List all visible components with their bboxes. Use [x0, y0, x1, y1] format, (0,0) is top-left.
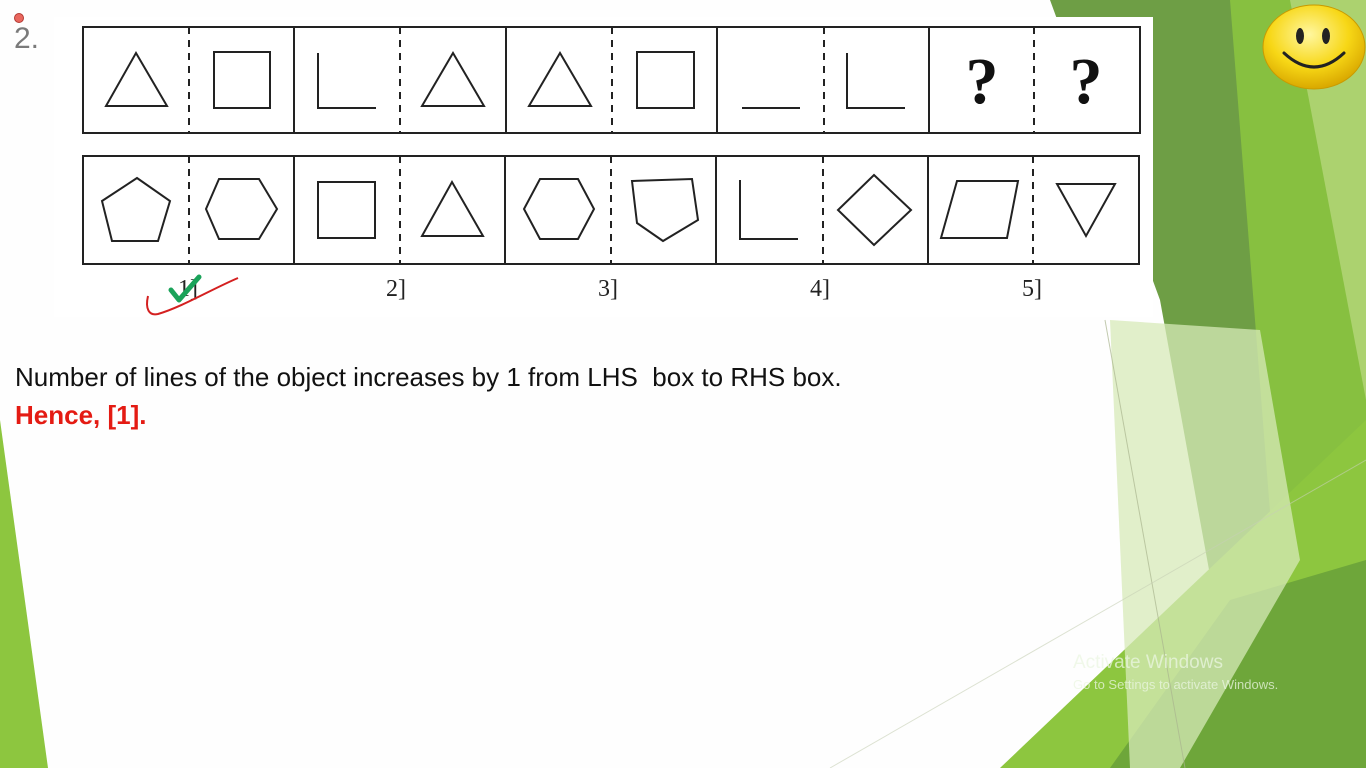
pentagon-shape	[100, 176, 172, 242]
parallelogram-shape	[939, 180, 1020, 239]
square-shape	[636, 51, 695, 109]
option-label-4[interactable]: 4]	[810, 276, 830, 302]
square-shape	[213, 51, 271, 109]
recording-indicator-icon	[14, 13, 24, 23]
inverted-triangle-shape	[1055, 183, 1117, 239]
diamond-shape	[836, 173, 913, 247]
answer-text: Hence, [1].	[15, 400, 147, 430]
triangle-shape	[104, 50, 169, 107]
two-line-shape	[317, 53, 376, 109]
checkmark-icon	[168, 274, 202, 303]
hexagon-shape	[204, 178, 279, 240]
two-line-shape	[846, 53, 905, 109]
option-label-3[interactable]: 3]	[598, 276, 618, 302]
activation-watermark-subtitle: Go to Settings to activate Windows.	[1073, 677, 1279, 692]
answer-figures-row	[82, 155, 1140, 265]
triangle-shape	[420, 51, 486, 107]
triangle-shape	[420, 179, 485, 237]
hexagon-shape	[522, 178, 596, 240]
puzzle-figure: ? ? 1] 2] 3] 4] 5]	[54, 17, 1153, 317]
handwritten-underline	[146, 277, 239, 316]
question-number: 2.	[14, 22, 40, 55]
option-label-2[interactable]: 2]	[386, 276, 406, 302]
explanation-text: Number of lines of the object increases …	[15, 362, 842, 392]
unknown-figure-mark: ?	[966, 45, 999, 118]
option-label-5[interactable]: 5]	[1022, 276, 1042, 302]
activation-watermark-title: Activate Windows	[1073, 652, 1223, 673]
square-shape	[317, 181, 376, 239]
pentagon-shape	[630, 177, 700, 243]
smiley-face-icon	[1262, 4, 1366, 90]
problem-figures-row	[82, 26, 1141, 134]
unknown-figure-mark: ?	[1070, 45, 1103, 118]
puzzle-figures-svg: ? ? 1] 2] 3] 4] 5]	[82, 26, 1141, 316]
triangle-shape	[527, 51, 593, 107]
two-line-shape	[739, 180, 798, 240]
